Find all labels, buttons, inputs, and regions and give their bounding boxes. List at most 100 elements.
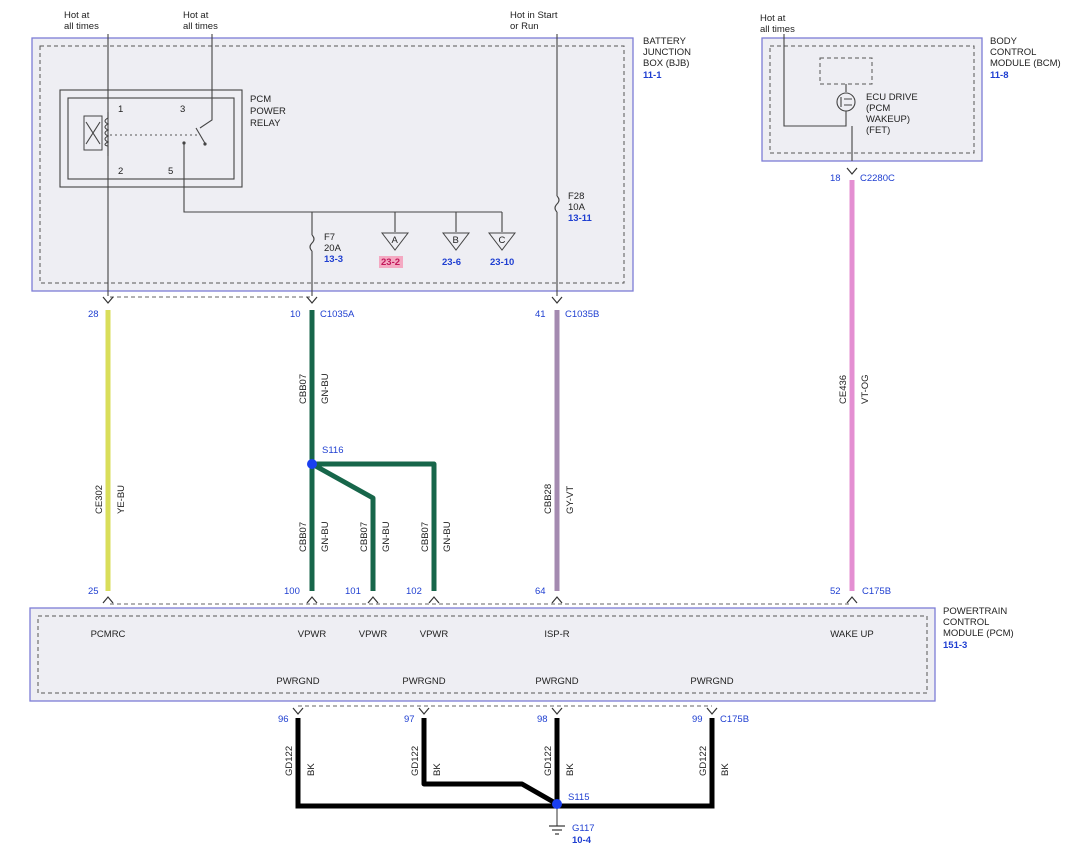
circuit-color-code: BK	[565, 763, 576, 776]
pin-number: 99	[692, 714, 703, 725]
fuse-ref[interactable]: 13-11	[568, 213, 592, 224]
pcm-pin-label: VPWR	[359, 629, 388, 640]
pin-number: 25	[88, 586, 99, 597]
circuit-color-code: YE-BU	[116, 485, 127, 514]
circuit-id: CBB28	[543, 484, 554, 514]
offpage-b-icon[interactable]: B	[441, 232, 471, 251]
bcm-driver: (FET)	[866, 125, 890, 136]
pcm-pin-label: WAKE UP	[830, 629, 873, 640]
circuit-id: CE302	[94, 485, 105, 514]
circuit-color-code: GY-VT	[565, 486, 576, 514]
pin-number: 98	[537, 714, 548, 725]
bcm-driver: ECU DRIVE	[866, 92, 918, 103]
pcm-pin-label: PCMRC	[91, 629, 126, 640]
fuse-ref[interactable]: 13-3	[324, 254, 343, 265]
pcm-name: MODULE (PCM)	[943, 628, 1014, 639]
offpage-ref[interactable]: 23-6	[442, 257, 461, 268]
splice-label: S115	[568, 792, 589, 803]
connector-id[interactable]: C1035B	[565, 309, 599, 320]
fuse-rating: 10A	[568, 202, 586, 213]
circuit-color-code: GN-BU	[320, 521, 331, 552]
bcm-driver: WAKEUP)	[866, 114, 910, 125]
pcm-pin-label: VPWR	[298, 629, 327, 640]
relay-pin: 3	[180, 104, 185, 115]
wire-gd122-99[interactable]	[557, 718, 715, 809]
splice-s116-icon[interactable]	[307, 459, 317, 469]
wire-gd122-96[interactable]	[295, 718, 557, 809]
supply-label: Hot at	[183, 10, 209, 21]
supply-label: all times	[183, 21, 218, 32]
supply-label: Hot at	[64, 10, 90, 21]
relay-name: POWER	[250, 106, 286, 117]
ground-ref[interactable]: 10-4	[572, 835, 592, 846]
circuit-color-code: BK	[306, 763, 317, 776]
bjb-name: BOX (BJB)	[643, 58, 689, 69]
offpage-letter: C	[499, 235, 506, 246]
bcm-ref[interactable]: 11-8	[990, 70, 1009, 81]
pin-number: 41	[535, 309, 546, 320]
relay-name: RELAY	[250, 118, 281, 129]
pin-number: 97	[404, 714, 415, 725]
supply-label: all times	[64, 21, 99, 32]
circuit-id: CE436	[838, 375, 849, 404]
circuit-color-code: VT-OG	[860, 374, 871, 404]
connector-arrows	[102, 167, 858, 715]
circuit-id: GD122	[284, 746, 295, 776]
circuit-color-code: BK	[432, 763, 443, 776]
powertrain-control-module	[29, 607, 936, 702]
offpage-letter: A	[392, 235, 399, 246]
wire-gd122-97[interactable]	[421, 718, 559, 807]
bjb-name: BATTERY	[643, 36, 687, 47]
pcm-pin-label: ISP-R	[544, 629, 569, 640]
pin-number: 100	[284, 586, 300, 597]
connector-id[interactable]: C1035A	[320, 309, 355, 320]
wire-cbb07-branch-102[interactable]	[312, 461, 437, 591]
supply-label: Hot in Start	[510, 10, 558, 21]
bcm-internal	[783, 34, 873, 161]
circuit-id: GD122	[698, 746, 709, 776]
supply-label: all times	[760, 24, 795, 35]
pin-number: 64	[535, 586, 546, 597]
supply-label: or Run	[510, 21, 539, 32]
circuit-color-code: GN-BU	[320, 373, 331, 404]
circuit-id: GD122	[543, 746, 554, 776]
pcm-pin-label: PWRGND	[402, 676, 445, 687]
circuit-id: CBB07	[298, 374, 309, 404]
relay-pin: 2	[118, 166, 123, 177]
pin-number: 96	[278, 714, 289, 725]
pcm-ref[interactable]: 151-3	[943, 640, 967, 651]
offpage-a-icon[interactable]: A	[380, 232, 410, 251]
splice-s115-icon[interactable]	[552, 799, 562, 809]
pin-number: 18	[830, 173, 841, 184]
offpage-ref[interactable]: 23-2	[381, 257, 400, 268]
pcm-pin-label: PWRGND	[690, 676, 733, 687]
supply-label: Hot at	[760, 13, 786, 24]
pin-number: 28	[88, 309, 99, 320]
bcm-driver: (PCM	[866, 103, 890, 114]
connector-id[interactable]: C175B	[720, 714, 749, 725]
pin-number: 52	[830, 586, 841, 597]
connector-id[interactable]: C2280C	[860, 173, 895, 184]
offpage-ref[interactable]: 23-10	[490, 257, 514, 268]
fuse-name: F28	[568, 191, 584, 202]
pcm-name: CONTROL	[943, 617, 989, 628]
fuse-name: F7	[324, 232, 335, 243]
bjb-name: JUNCTION	[643, 47, 691, 58]
ground-icon[interactable]	[549, 825, 565, 835]
pcm-pin-label: VPWR	[420, 629, 449, 640]
offpage-c-icon[interactable]: C	[487, 232, 517, 251]
connector-id[interactable]: C175B	[862, 586, 891, 597]
relay-pin: 5	[168, 166, 173, 177]
fuse-rating: 20A	[324, 243, 342, 254]
circuit-color-code: GN-BU	[442, 521, 453, 552]
pcm-name: POWERTRAIN	[943, 606, 1007, 617]
circuit-id: CBB07	[298, 522, 309, 552]
wire-cbb07-branch-101[interactable]	[310, 461, 376, 591]
battery-junction-box	[31, 37, 634, 292]
circuit-color-code: BK	[720, 763, 731, 776]
bcm-name: BODY	[990, 36, 1018, 47]
highlight-marker	[379, 256, 403, 268]
bjb-ref[interactable]: 11-1	[643, 70, 662, 81]
circuit-id: CBB07	[420, 522, 431, 552]
